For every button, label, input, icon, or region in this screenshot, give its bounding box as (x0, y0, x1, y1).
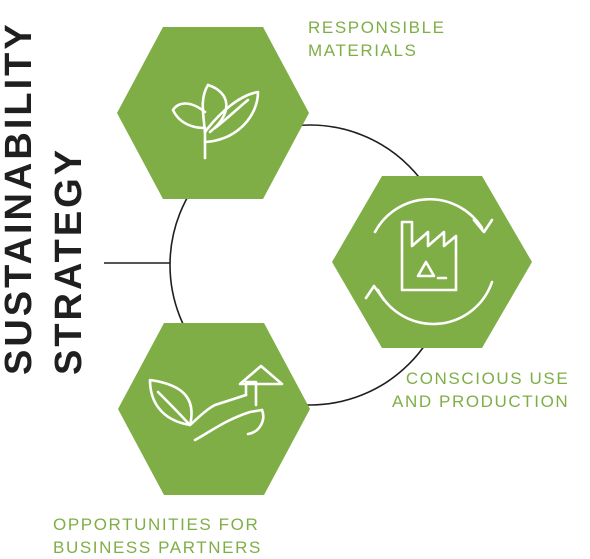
title-line-2: STRATEGY (48, 146, 90, 375)
label-opportunities: OPPORTUNITIES FOR BUSINESS PARTNERS (53, 515, 262, 557)
leaf-growth-arrow-icon (148, 364, 284, 442)
label-conscious-use: CONSCIOUS USE AND PRODUCTION (392, 369, 570, 411)
title-line-1: SUSTAINABILITY (0, 21, 40, 375)
hexagon-responsible-materials (117, 27, 309, 199)
factory-recycle-icon (364, 197, 494, 326)
leaf-sprout-icon (171, 83, 260, 160)
hexagon-opportunities (118, 323, 310, 495)
diagram-title: SUSTAINABILITY STRATEGY (0, 0, 100, 380)
label-responsible-materials: RESPONSIBLE MATERIALS (308, 18, 446, 60)
hexagon-conscious-use (332, 176, 532, 348)
